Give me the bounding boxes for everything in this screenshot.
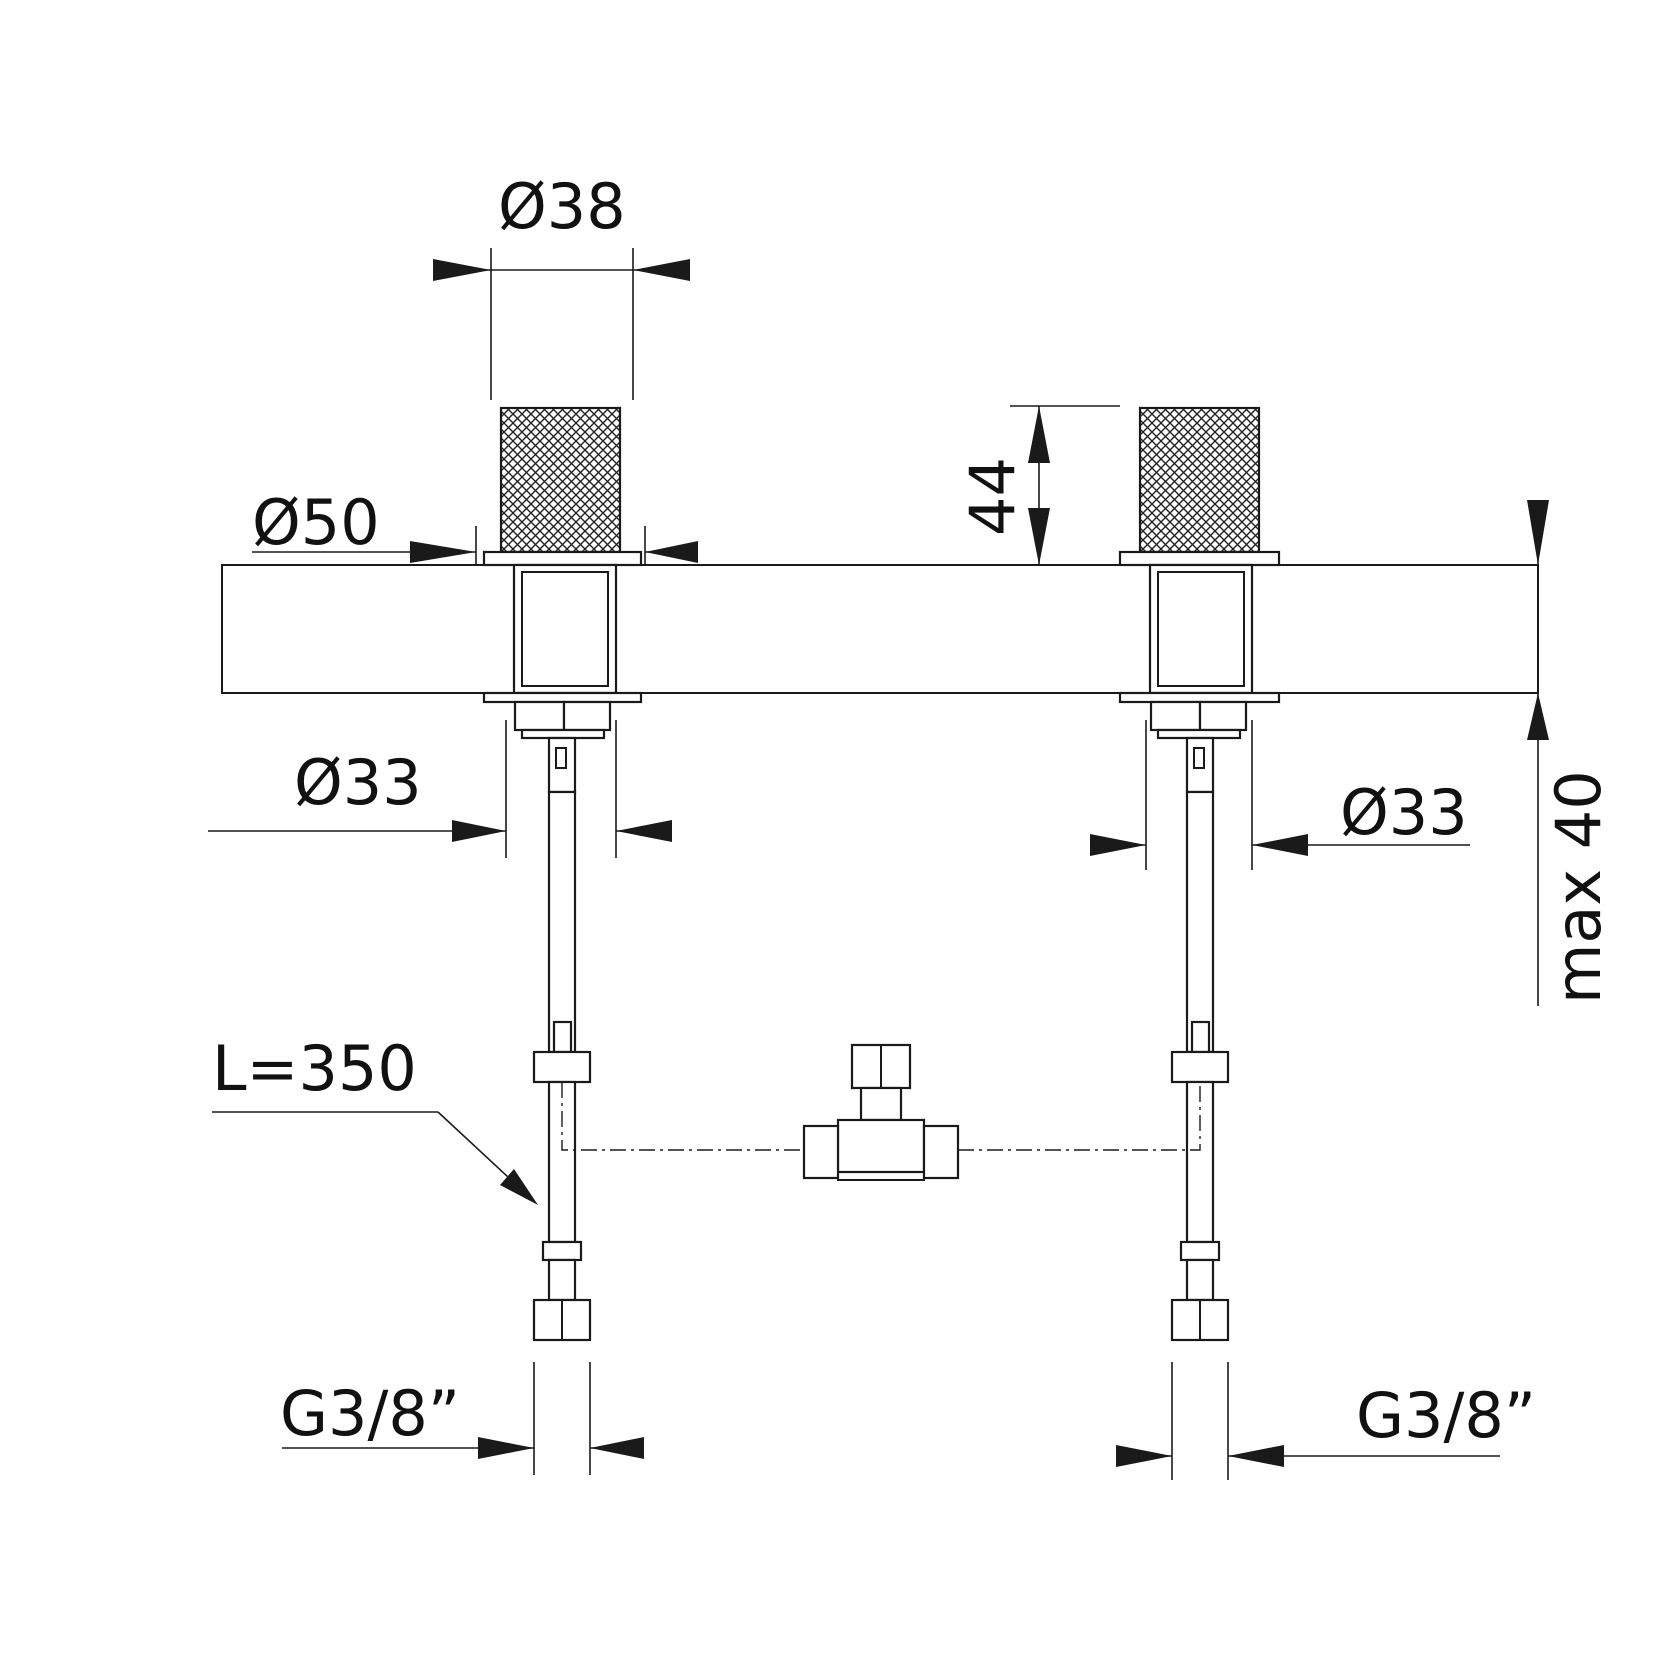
dim-knob-height: 44 [956, 405, 1120, 566]
right-top-flange [1118, 550, 1281, 567]
left-hose [547, 790, 577, 1054]
right-routing-line [958, 1082, 1201, 1151]
right-body-outer [1148, 563, 1254, 695]
left-bottom-flange [482, 691, 643, 704]
left-nut-base [520, 728, 606, 740]
right-hose-fitting [1185, 736, 1215, 794]
left-routing-line [561, 1082, 804, 1151]
left-hose-ferrule [552, 1020, 573, 1054]
right-nut-a [1149, 700, 1202, 732]
left-lower-ferrule [547, 1258, 577, 1302]
dim-thread-right: G3/8” [1116, 1362, 1536, 1480]
left-nut-a [513, 700, 566, 732]
left-hose-fitting-slot [555, 747, 567, 769]
deck-plate [221, 564, 1539, 694]
left-hose-fitting [547, 736, 577, 794]
dim-thread-left: G3/8” [280, 1362, 644, 1475]
right-lower-ferrule [1185, 1258, 1215, 1302]
dim-shank-diameter-right: Ø33 [1090, 720, 1470, 870]
right-lower-coupling [1179, 1240, 1221, 1262]
right-hose-fitting-slot [1193, 747, 1205, 769]
right-hose [1185, 790, 1215, 1054]
knob-diameter-label: Ø38 [498, 170, 626, 243]
dim-deck-thickness: max 40 [1527, 500, 1615, 1006]
right-body-inner [1157, 571, 1245, 687]
left-body-inner [521, 571, 609, 687]
right-valve [1118, 406, 1281, 1342]
right-bottom-flange [1118, 691, 1281, 704]
left-hose-nut [532, 1050, 592, 1084]
right-hose-nut [1170, 1050, 1230, 1084]
left-top-flange [482, 550, 643, 567]
dim-shank-diameter-left: Ø33 [208, 720, 672, 858]
tee-body [836, 1118, 926, 1174]
dim-flange-diameter: Ø50 [252, 486, 698, 565]
deck-thickness-label: max 40 [1542, 770, 1615, 1004]
tee-right-port [922, 1124, 960, 1180]
dim-knob-diameter: Ø38 [433, 170, 690, 400]
left-body-outer [512, 563, 618, 695]
left-lower-coupling [541, 1240, 583, 1262]
hose-length-label: L=350 [212, 1032, 417, 1105]
left-knurled-knob [499, 406, 622, 554]
dim-hose-length: L=350 [212, 1032, 538, 1205]
right-knurled-knob [1138, 406, 1261, 554]
flange-diameter-label: Ø50 [252, 486, 380, 559]
right-hose-ferrule [1190, 1020, 1211, 1054]
right-hose-lower [1185, 1080, 1215, 1244]
tee-left-port [802, 1124, 840, 1180]
left-hose-lower [547, 1080, 577, 1244]
thread-left-label: G3/8” [280, 1377, 460, 1450]
right-nut-base [1156, 728, 1242, 740]
knob-height-label: 44 [956, 457, 1029, 536]
tee-stem [859, 1086, 903, 1122]
left-valve [482, 406, 643, 1342]
shank-diameter-left-label: Ø33 [294, 746, 422, 819]
shank-diameter-right-label: Ø33 [1340, 776, 1468, 849]
left-nut-b [562, 700, 612, 732]
tee-connector [802, 1043, 960, 1181]
tee-body-bottom [837, 1172, 925, 1181]
thread-right-label: G3/8” [1356, 1379, 1536, 1452]
right-nut-b [1198, 700, 1248, 732]
